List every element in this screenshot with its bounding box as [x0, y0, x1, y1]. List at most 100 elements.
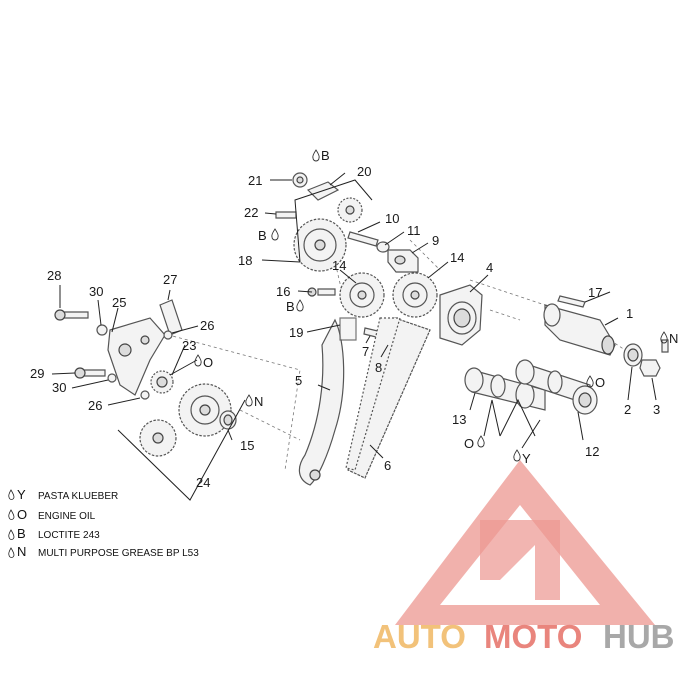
drop-icon: [271, 228, 279, 241]
svg-text:O: O: [595, 375, 605, 390]
callout-18: 18: [238, 253, 252, 268]
timing-chain: [345, 317, 431, 479]
svg-text:N: N: [17, 544, 26, 559]
callout-19: 19: [289, 325, 303, 340]
callout-3: 3: [653, 402, 660, 417]
bearing-23: [150, 370, 174, 394]
marker-o-12: O: [586, 375, 605, 390]
marker-n-3: N: [660, 331, 678, 346]
marker-b-22: B: [258, 228, 279, 243]
callout-7: 7: [362, 344, 369, 359]
svg-text:O: O: [464, 436, 474, 451]
sprocket-14-right: [392, 272, 438, 318]
svg-text:ENGINE OIL: ENGINE OIL: [38, 511, 96, 522]
cam-housing: [439, 284, 483, 346]
gear-small: [139, 419, 177, 457]
drop-icon: [8, 509, 15, 520]
callout-9: 9: [432, 233, 439, 248]
callout-1: 1: [626, 306, 633, 321]
watermark-auto: AUTO: [373, 618, 466, 655]
callout-16: 16: [276, 284, 290, 299]
drop-icon: [8, 547, 15, 558]
svg-text:B: B: [321, 148, 330, 163]
svg-text:PASTA KLUEBER: PASTA KLUEBER: [38, 491, 118, 502]
callout-5: 5: [295, 373, 302, 388]
callout-23: 23: [182, 338, 196, 353]
callout-12: 12: [585, 444, 599, 459]
drop-icon: [8, 529, 15, 540]
svg-text:B: B: [286, 299, 295, 314]
watermark-hub: HUB: [603, 618, 675, 655]
marker-b-21: B: [312, 148, 330, 163]
marker-o-13: O: [464, 435, 485, 451]
watermark-logo: [395, 460, 655, 625]
gear-group-24: [117, 383, 246, 501]
callout-6: 6: [384, 458, 391, 473]
lubricant-markers: B B B N N O O O: [194, 148, 678, 466]
callout-21: 21: [248, 173, 262, 188]
svg-text:O: O: [203, 355, 213, 370]
callout-26-bottom: 26: [88, 398, 102, 413]
callout-22: 22: [244, 205, 258, 220]
drop-icon: [245, 394, 253, 407]
svg-text:B: B: [258, 228, 267, 243]
callout-27: 27: [163, 272, 177, 287]
chain-tensioner: [298, 317, 357, 486]
drop-icon: [477, 435, 485, 448]
svg-text:Y: Y: [522, 451, 531, 466]
camshafts-12-13: [464, 359, 598, 415]
callout-15: 15: [240, 438, 254, 453]
sprocket-14-left: [339, 272, 385, 318]
svg-text:O: O: [17, 507, 27, 522]
cam-sprockets: [307, 272, 438, 346]
svg-text:LOCTITE 243: LOCTITE 243: [38, 530, 100, 541]
drop-icon: [296, 299, 304, 312]
callout-13: 13: [452, 412, 466, 427]
gear-large: [178, 383, 232, 437]
callout-numbers: 1 2 3 4 5 6 7 8 9 10 11 12 13 14 14 15 1…: [30, 164, 660, 490]
sprocket-18: [293, 218, 347, 272]
callout-29: 29: [30, 366, 44, 381]
callout-2: 2: [624, 402, 631, 417]
svg-text:MULTI PURPOSE GREASE BP L53: MULTI PURPOSE GREASE BP L53: [38, 548, 199, 559]
svg-text:Y: Y: [17, 487, 26, 502]
callout-14-left: 14: [332, 258, 346, 273]
marker-o-23: O: [194, 354, 213, 370]
svg-text:B: B: [17, 526, 26, 541]
callout-10: 10: [385, 211, 399, 226]
drop-icon: [660, 331, 668, 344]
drop-icon: [312, 149, 320, 162]
callout-17: 17: [588, 285, 602, 300]
marker-n-15: N: [245, 394, 263, 409]
legend-item-b: B LOCTITE 243: [8, 526, 100, 541]
drop-icon: [586, 375, 594, 388]
marker-b-16: B: [286, 299, 304, 314]
callout-26-top: 26: [200, 318, 214, 333]
legend: Y PASTA KLUEBER O ENGINE OIL B LOCTITE 2…: [8, 487, 199, 559]
legend-item-y: Y PASTA KLUEBER: [8, 487, 118, 502]
drop-icon: [8, 489, 15, 500]
callout-30-top: 30: [89, 284, 103, 299]
legend-item-o: O ENGINE OIL: [8, 507, 96, 522]
sprocket-20: [337, 197, 363, 223]
callout-14-right: 14: [450, 250, 464, 265]
callout-20: 20: [357, 164, 371, 179]
callout-30-bottom: 30: [52, 380, 66, 395]
drop-icon: [194, 354, 202, 367]
left-bracket-group: [54, 299, 183, 400]
svg-text:N: N: [254, 394, 263, 409]
legend-item-n: N MULTI PURPOSE GREASE BP L53: [8, 544, 199, 559]
camshaft-1: [543, 295, 669, 377]
callout-4: 4: [486, 260, 493, 275]
callout-28: 28: [47, 268, 61, 283]
leader-lines: [51, 172, 657, 459]
callout-8: 8: [375, 360, 382, 375]
watermark-moto: MOTO: [484, 618, 582, 655]
callout-11: 11: [407, 223, 421, 238]
callout-24: 24: [196, 475, 210, 490]
top-sprocket-group: [275, 172, 419, 273]
marker-y-12: Y: [513, 449, 531, 466]
svg-text:N: N: [669, 331, 678, 346]
watermark-text: AUTO MOTO HUB: [373, 618, 675, 655]
